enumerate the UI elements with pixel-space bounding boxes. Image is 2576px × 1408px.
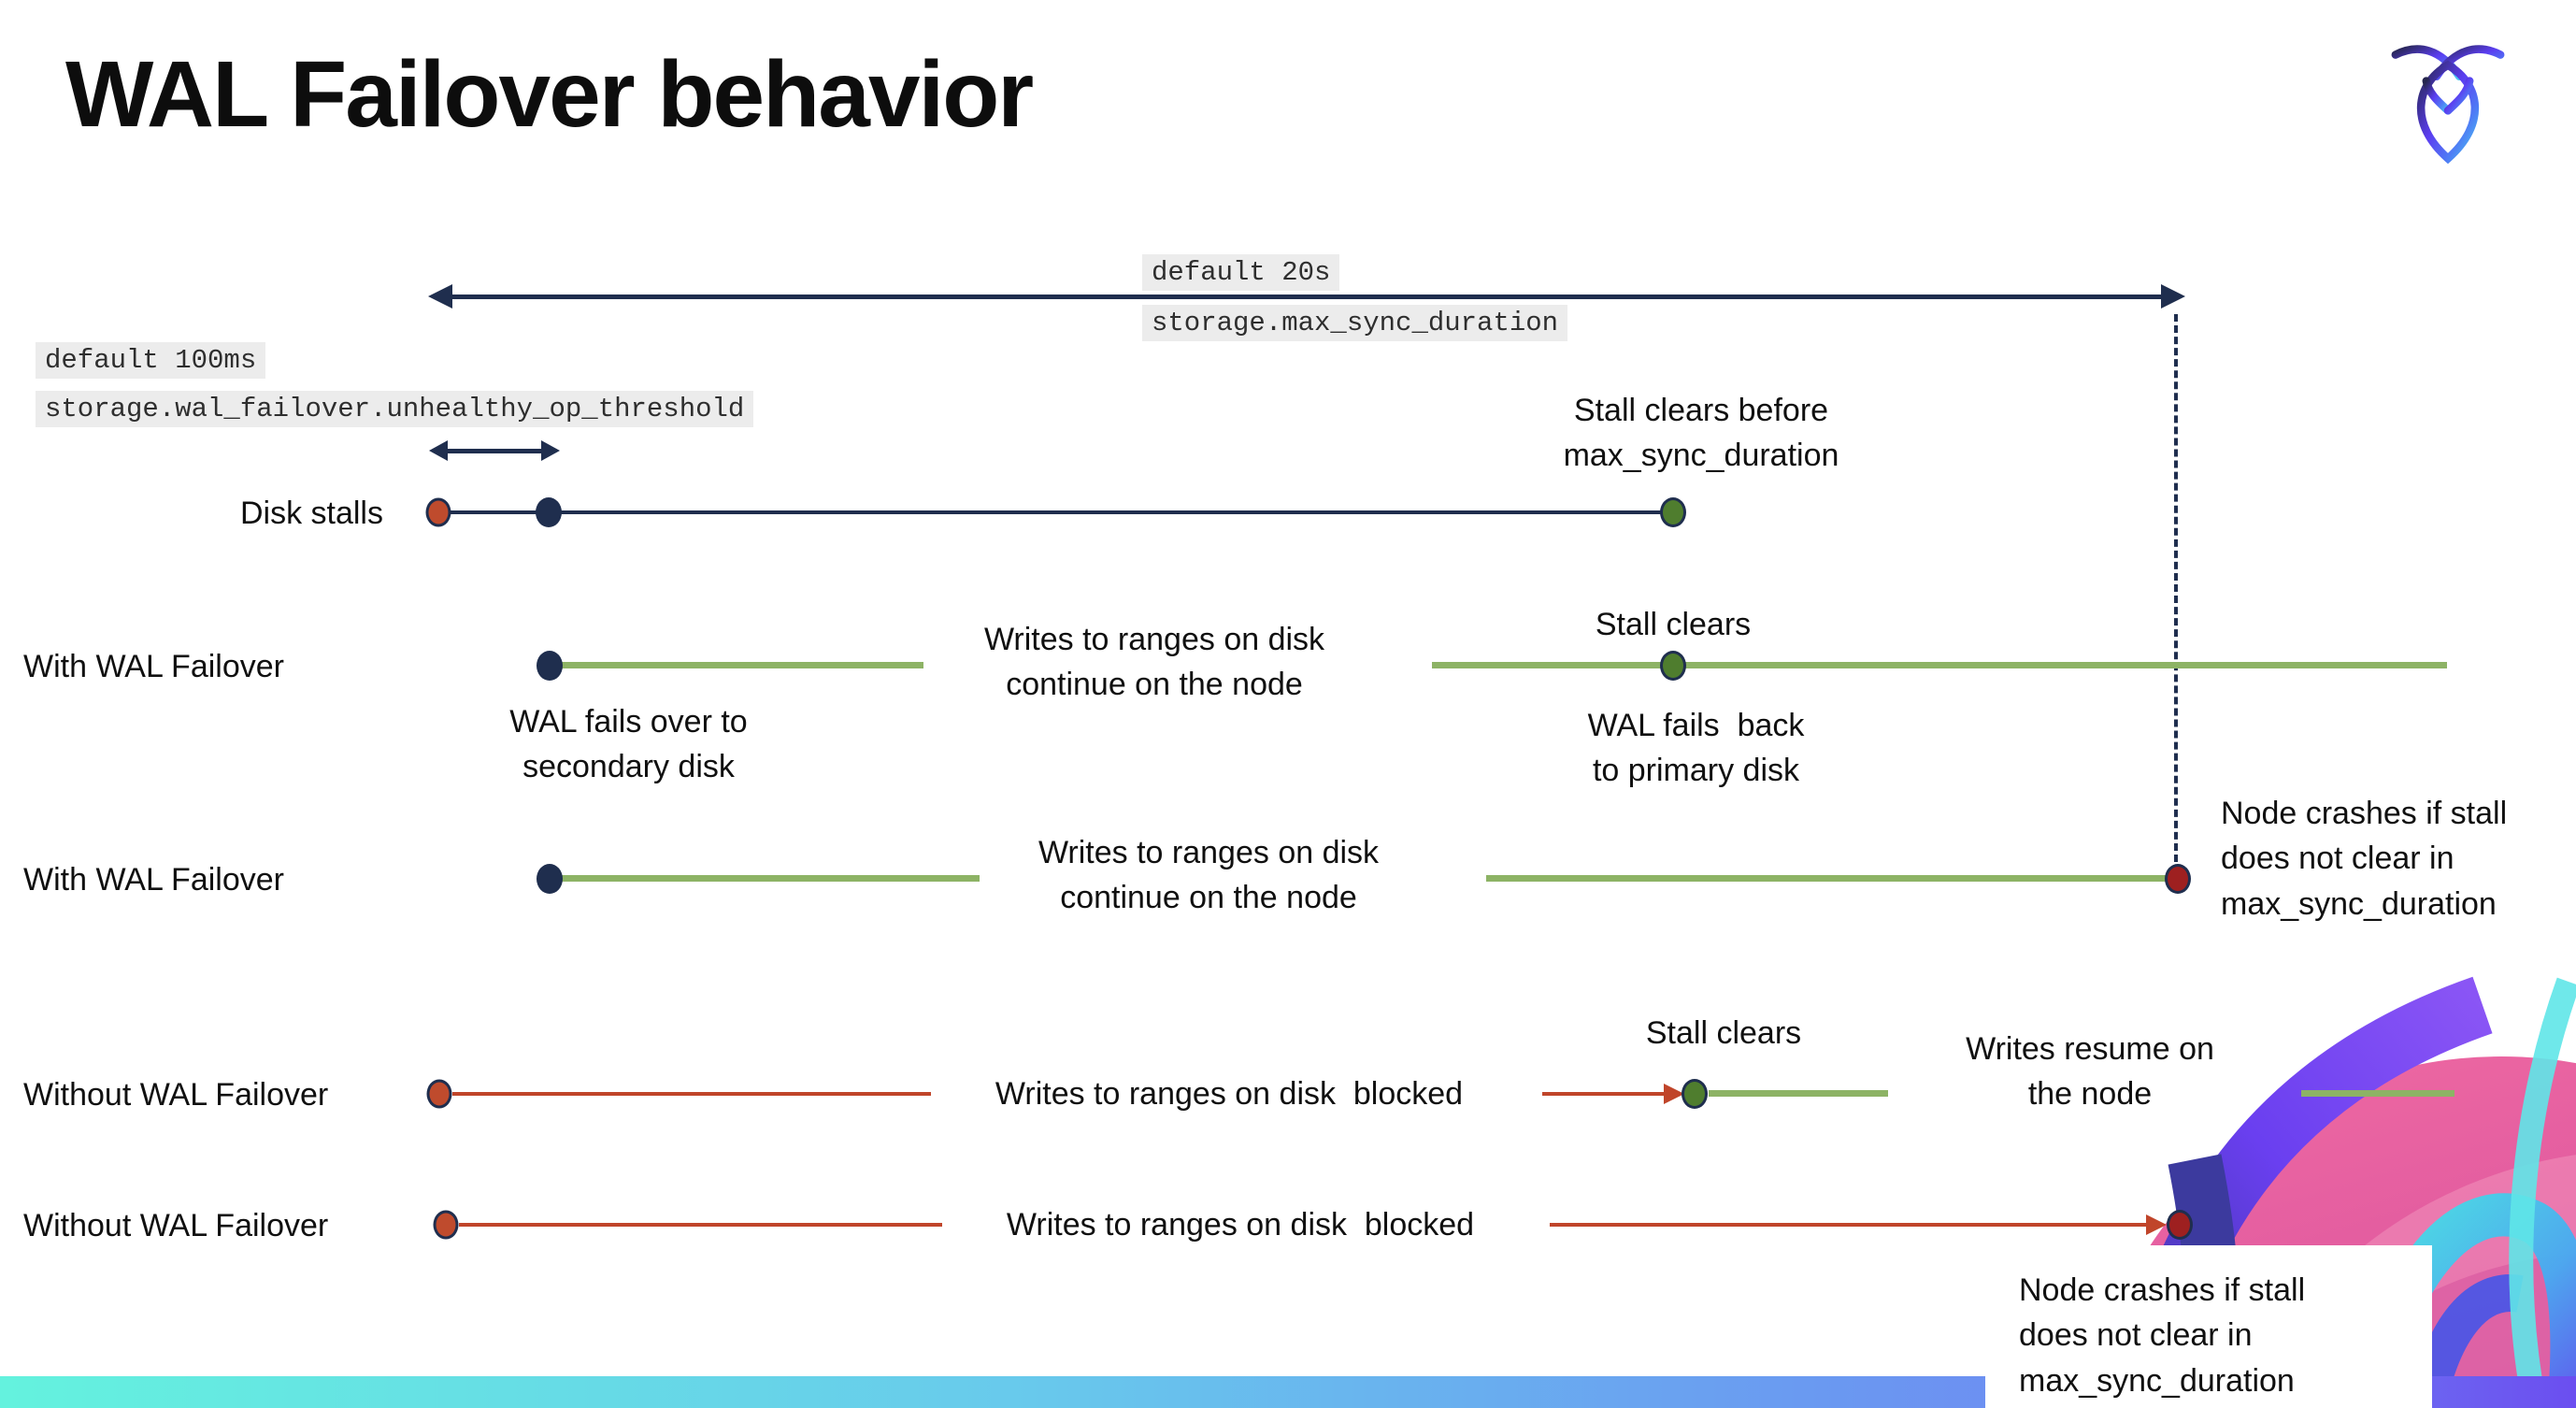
- disk-stalls-timeline: [559, 510, 1664, 514]
- stall-start-dot: [433, 1210, 459, 1240]
- writes-blocked-segment: [459, 1223, 942, 1227]
- row-label-with-wal-failover-1: With WAL Failover: [23, 649, 284, 684]
- max-sync-default-chip: default 20s: [1142, 254, 1340, 291]
- writes-continue-segment-a: [561, 875, 980, 882]
- max-sync-deadline-dashed-line: [2174, 314, 2178, 862]
- row-label-with-wal-failover-2: With WAL Failover: [23, 862, 284, 898]
- writes-resume-segment-b: [2301, 1090, 2454, 1097]
- node-crash-callout-box: Node crashes if stall does not clear in …: [1985, 1245, 2432, 1408]
- blocked-arrowhead-icon: [2146, 1214, 2167, 1235]
- stall-clear-dot: [1660, 651, 1686, 681]
- failover-dot: [537, 864, 563, 894]
- node-crash-note: Node crashes if stall does not clear in …: [2019, 1272, 2306, 1399]
- writes-continue-segment-a: [561, 662, 923, 668]
- disk-stalls-threshold-segment: [449, 510, 538, 514]
- writes-blocked-segment: [452, 1092, 931, 1096]
- writes-continue-segment-b: [1432, 662, 2447, 668]
- row-label-without-wal-failover-2: Without WAL Failover: [23, 1208, 329, 1243]
- threshold-arrowhead-right-icon: [541, 440, 560, 461]
- writes-blocked-note: Writes to ranges on disk blocked: [1006, 1207, 1475, 1243]
- row-label-disk-stalls: Disk stalls: [239, 496, 383, 531]
- threshold-span-line: [447, 449, 542, 453]
- wal-fails-over-note: WAL fails over to secondary disk: [509, 704, 748, 785]
- max-sync-duration-span-line: [451, 295, 2163, 299]
- writes-resume-segment-a: [1709, 1090, 1888, 1097]
- writes-continue-note: Writes to ranges on disk continue on the…: [1038, 835, 1380, 916]
- failover-trigger-dot: [536, 497, 562, 527]
- writes-blocked-note: Writes to ranges on disk blocked: [995, 1076, 1464, 1112]
- max-sync-setting-chip: storage.max_sync_duration: [1142, 305, 1568, 341]
- node-crash-dot: [2167, 1210, 2193, 1240]
- failover-dot: [537, 651, 563, 681]
- stall-clears-note: Stall clears: [1645, 1015, 1802, 1051]
- wal-fails-back-note: WAL fails back to primary disk: [1587, 708, 1805, 789]
- writes-resume-note: Writes resume on the node: [1966, 1031, 2214, 1113]
- stall-clears-before-note: Stall clears before max_sync_duration: [1563, 393, 1839, 474]
- stall-clear-dot: [1660, 497, 1686, 527]
- node-crash-note: Node crashes if stall does not clear in …: [2221, 796, 2508, 922]
- arrowhead-right-icon: [2161, 284, 2185, 309]
- writes-blocked-arrow-line: [1542, 1092, 1664, 1096]
- stall-start-dot: [425, 497, 451, 527]
- threshold-default-chip: default 100ms: [36, 342, 266, 379]
- writes-continue-note: Writes to ranges on disk continue on the…: [983, 622, 1325, 703]
- writes-continue-segment-b: [1486, 875, 2168, 882]
- stall-clears-note: Stall clears: [1595, 607, 1752, 642]
- blocked-arrowhead-icon: [1664, 1084, 1684, 1104]
- stall-start-dot: [426, 1079, 452, 1109]
- cockroachdb-logo-icon: [2391, 45, 2505, 165]
- writes-blocked-arrow-line: [1550, 1223, 2146, 1227]
- node-crash-dot: [2165, 864, 2191, 894]
- row-label-without-wal-failover-1: Without WAL Failover: [23, 1077, 329, 1113]
- stall-clear-dot: [1682, 1079, 1708, 1109]
- teal-edge-arc: [2509, 977, 2576, 1408]
- threshold-arrowhead-left-icon: [429, 440, 448, 461]
- page-title: WAL Failover behavior: [65, 42, 1034, 147]
- threshold-setting-chip: storage.wal_failover.unhealthy_op_thresh…: [36, 391, 754, 427]
- arrowhead-left-icon: [428, 284, 452, 309]
